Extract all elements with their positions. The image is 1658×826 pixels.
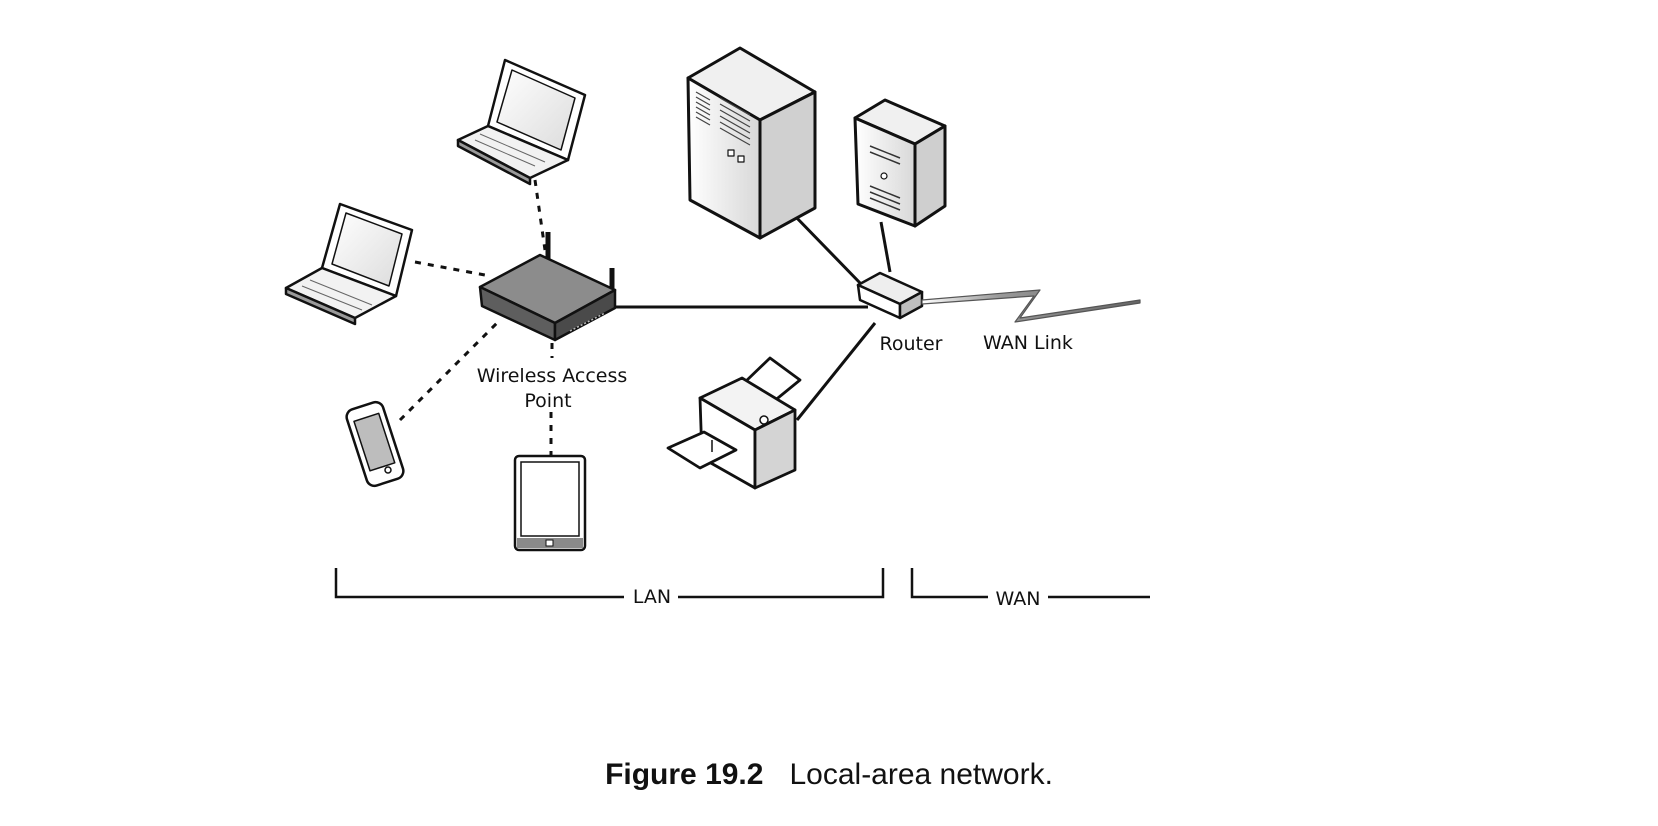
wan-bracket [910,568,1150,599]
figure-caption: Figure 19.2 Local-area network. [0,758,1658,792]
figure-number: Figure 19.2 [605,758,764,791]
wireless-link-smartphone [398,318,502,422]
access-point-label-line2: Point [524,390,571,412]
wired-link-server-router [791,212,864,287]
wan-link-label: WAN Link [983,332,1073,354]
access-point-label-line1: Wireless Access [477,365,628,387]
wired-link-printer-router [795,322,877,421]
smartphone-icon [345,400,405,488]
laptop-icon [284,202,414,326]
figure-caption-text: Local-area network. [789,758,1053,791]
wired-link-desktop-router [879,221,892,273]
lan-bracket-label: LAN [633,586,671,608]
lan-bracket [334,568,885,599]
wireless-link-laptop-left [414,260,486,277]
wireless-access-point-icon [478,232,617,342]
router-icon [856,271,924,320]
wireless-link-laptop-top [533,179,547,251]
wan-bracket-label: WAN [996,588,1041,610]
lightning-bolt-icon [921,289,1141,323]
laptop-icon [456,58,587,186]
printer-icon [666,356,802,490]
connections [398,179,892,456]
router-label: Router [880,333,943,355]
tower-server-icon [686,46,817,240]
desktop-tower-icon [853,98,947,228]
tablet-icon [513,454,587,552]
